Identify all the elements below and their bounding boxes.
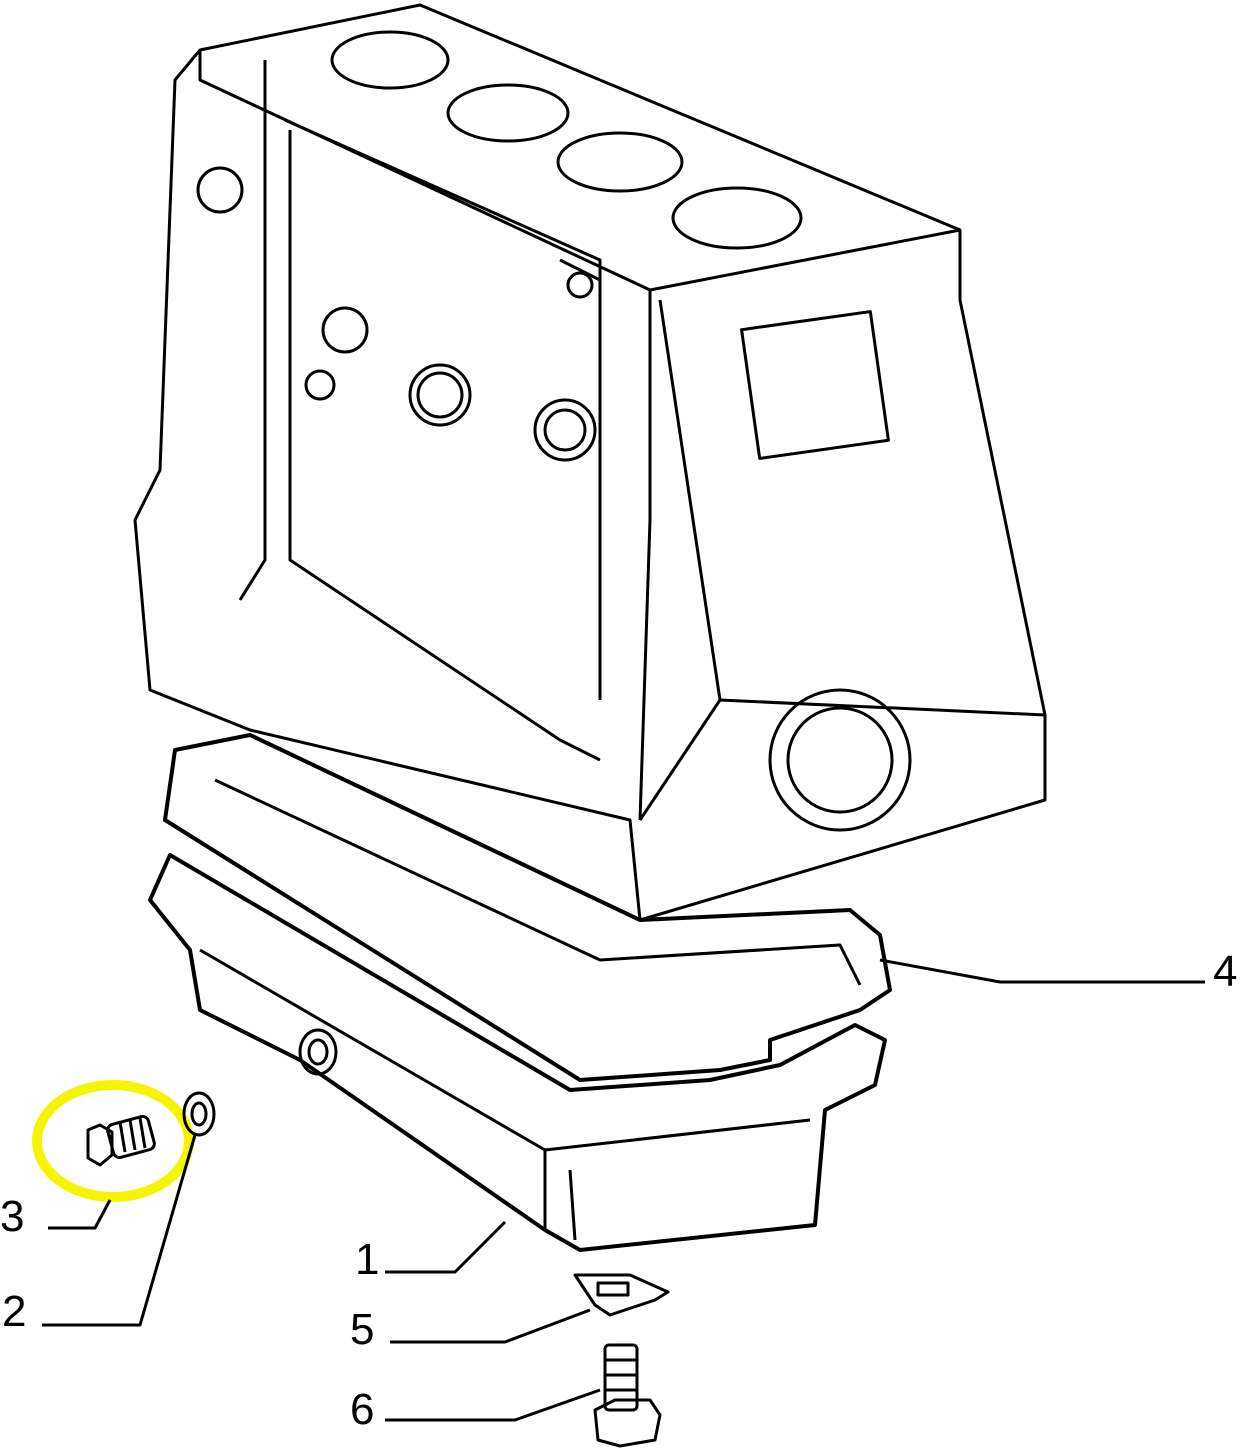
callout-5: 5	[350, 1305, 375, 1354]
oil-sump	[148, 853, 887, 1252]
drain-plug	[86, 1114, 156, 1167]
callout-2: 2	[2, 1287, 27, 1336]
callout-1: 1	[355, 1235, 380, 1284]
engine-block	[133, 3, 1047, 922]
highlight-circle	[32, 1080, 194, 1202]
sump-gasket	[163, 733, 892, 1082]
bracket	[573, 1273, 670, 1317]
leader-lines	[42, 958, 1205, 1422]
callout-4: 4	[1213, 947, 1238, 996]
washer	[182, 1091, 216, 1137]
bolt	[593, 1343, 662, 1448]
callout-6: 6	[350, 1385, 375, 1434]
callout-3: 3	[0, 1192, 25, 1241]
